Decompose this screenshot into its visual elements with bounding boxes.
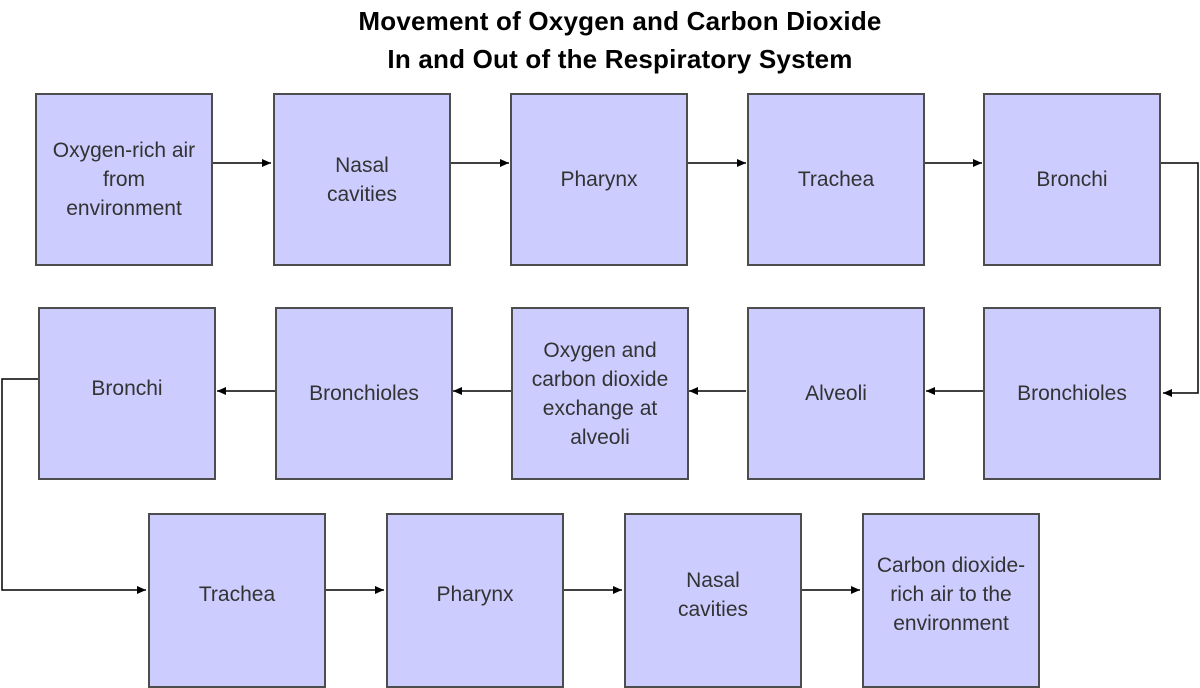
node-nasal-cavities-in: Nasal cavities [273, 93, 451, 266]
node-label: Bronchioles [309, 382, 419, 405]
node-label: Nasal cavities [677, 568, 749, 621]
node-bronchioles-out: Bronchioles [275, 307, 453, 480]
node-alveoli: Alveoli [747, 307, 925, 480]
node-label: Alveoli [805, 382, 867, 405]
node-nasal-cavities-out: Nasal cavities [624, 513, 802, 688]
arrow-5-6 [1161, 162, 1199, 397]
node-label: Oxygen and carbon dioxide exchange at al… [531, 338, 669, 449]
node-label: Bronchioles [1017, 382, 1127, 405]
node-label: Trachea [797, 168, 875, 191]
node-bronchi-out: Bronchi [38, 307, 216, 480]
node-label: Pharynx [560, 168, 638, 191]
node-trachea-in: Trachea [747, 93, 925, 266]
node-label: Bronchi [91, 377, 163, 400]
node-bronchioles-in: Bronchioles [983, 307, 1161, 480]
node-trachea-out: Trachea [148, 513, 326, 688]
title-line-1: Movement of Oxygen and Carbon Dioxide [358, 6, 882, 36]
node-carbon-dioxide-rich-air: Carbon dioxide-rich air to the environme… [862, 513, 1040, 688]
node-label: Pharynx [436, 583, 514, 606]
node-pharynx-out: Pharynx [386, 513, 564, 688]
node-pharynx-in: Pharynx [510, 93, 688, 266]
node-gas-exchange: Oxygen and carbon dioxide exchange at al… [511, 307, 689, 480]
node-oxygen-rich-air: Oxygen-rich air from environment [35, 93, 213, 266]
node-label: Trachea [198, 583, 276, 606]
node-label: Carbon dioxide-rich air to the environme… [876, 554, 1026, 635]
title-line-2: In and Out of the Respiratory System [387, 44, 853, 74]
node-label: Nasal cavities [326, 153, 398, 206]
node-bronchi-in: Bronchi [983, 93, 1161, 266]
diagram-title: Movement of Oxygen and Carbon Dioxide In… [0, 2, 1200, 78]
node-label: Bronchi [1036, 168, 1108, 191]
node-label: Oxygen-rich air from environment [52, 139, 196, 220]
